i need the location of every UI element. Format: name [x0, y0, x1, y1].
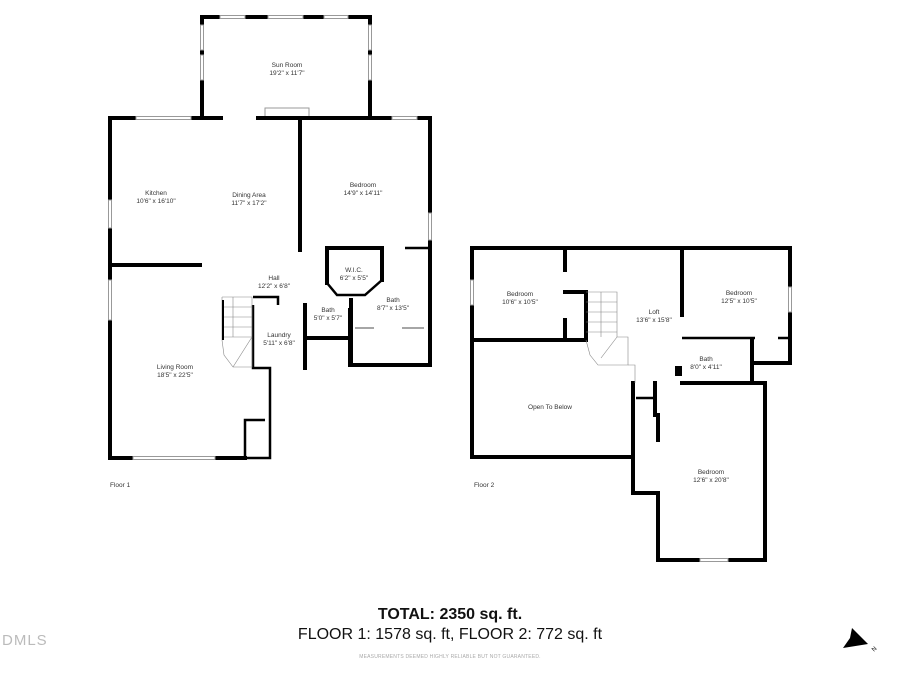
room-dims: 8'7" x 13'5" — [377, 305, 410, 312]
room-dims: 12'6" x 20'8" — [693, 477, 729, 484]
room-name: Bath — [699, 356, 713, 363]
room-name: Living Room — [157, 364, 193, 371]
floor-2-plan — [470, 246, 792, 562]
north-arrow-icon: N — [843, 628, 878, 653]
room-dims: 6'2" x 5'5" — [340, 275, 369, 282]
compass-label: N — [871, 646, 878, 653]
disclaimer: MEASUREMENTS DEEMED HIGHLY RELIABLE BUT … — [359, 654, 541, 660]
room-name: Hall — [268, 275, 280, 282]
room-dims: 10'6" x 16'10" — [136, 198, 176, 205]
room-name: Bedroom — [698, 469, 724, 476]
room-dims: 19'2" x 11'7" — [269, 70, 305, 77]
room-name: Bath — [386, 297, 400, 304]
floor-areas: FLOOR 1: 1578 sq. ft, FLOOR 2: 772 sq. f… — [297, 626, 603, 643]
room-dims: 11'7" x 17'2" — [231, 200, 267, 207]
room-dims: 5'0" x 5'7" — [314, 315, 343, 322]
floor-label: Floor 2 — [474, 482, 495, 489]
room-name: Bedroom — [350, 182, 376, 189]
room-dims: 5'11" x 6'8" — [263, 340, 295, 347]
floor-2-labels: Bedroom 10'6" x 10'5" Loft 13'6" x 15'8"… — [474, 290, 758, 489]
room-name: Loft — [649, 309, 660, 316]
room-name: Bedroom — [507, 291, 533, 298]
mls-logo: DMLS — [2, 632, 48, 649]
floor-1-plan — [108, 15, 432, 460]
room-name: W.I.C. — [345, 267, 363, 274]
total-area: TOTAL: 2350 sq. ft. — [377, 606, 523, 623]
room-name: Sun Room — [272, 62, 303, 69]
room-name: Bath — [321, 307, 335, 314]
room-name: Open To Below — [528, 404, 572, 411]
room-name: Kitchen — [145, 190, 167, 197]
room-dims: 18'5" x 22'5" — [157, 372, 193, 379]
room-dims: 10'6" x 10'5" — [502, 299, 538, 306]
room-name: Bedroom — [726, 290, 752, 297]
room-dims: 12'5" x 10'5" — [721, 298, 757, 305]
room-dims: 8'0" x 4'11" — [690, 364, 722, 371]
floor-label: Floor 1 — [110, 482, 131, 489]
room-dims: 12'2" x 6'8" — [258, 283, 291, 290]
room-dims: 14'9" x 14'11" — [344, 190, 383, 197]
room-dims: 13'6" x 15'8" — [636, 317, 672, 324]
floor-1-labels: Sun Room 19'2" x 11'7" Kitchen 10'6" x 1… — [110, 62, 410, 489]
room-name: Laundry — [267, 332, 291, 339]
room-name: Dining Area — [232, 192, 266, 199]
